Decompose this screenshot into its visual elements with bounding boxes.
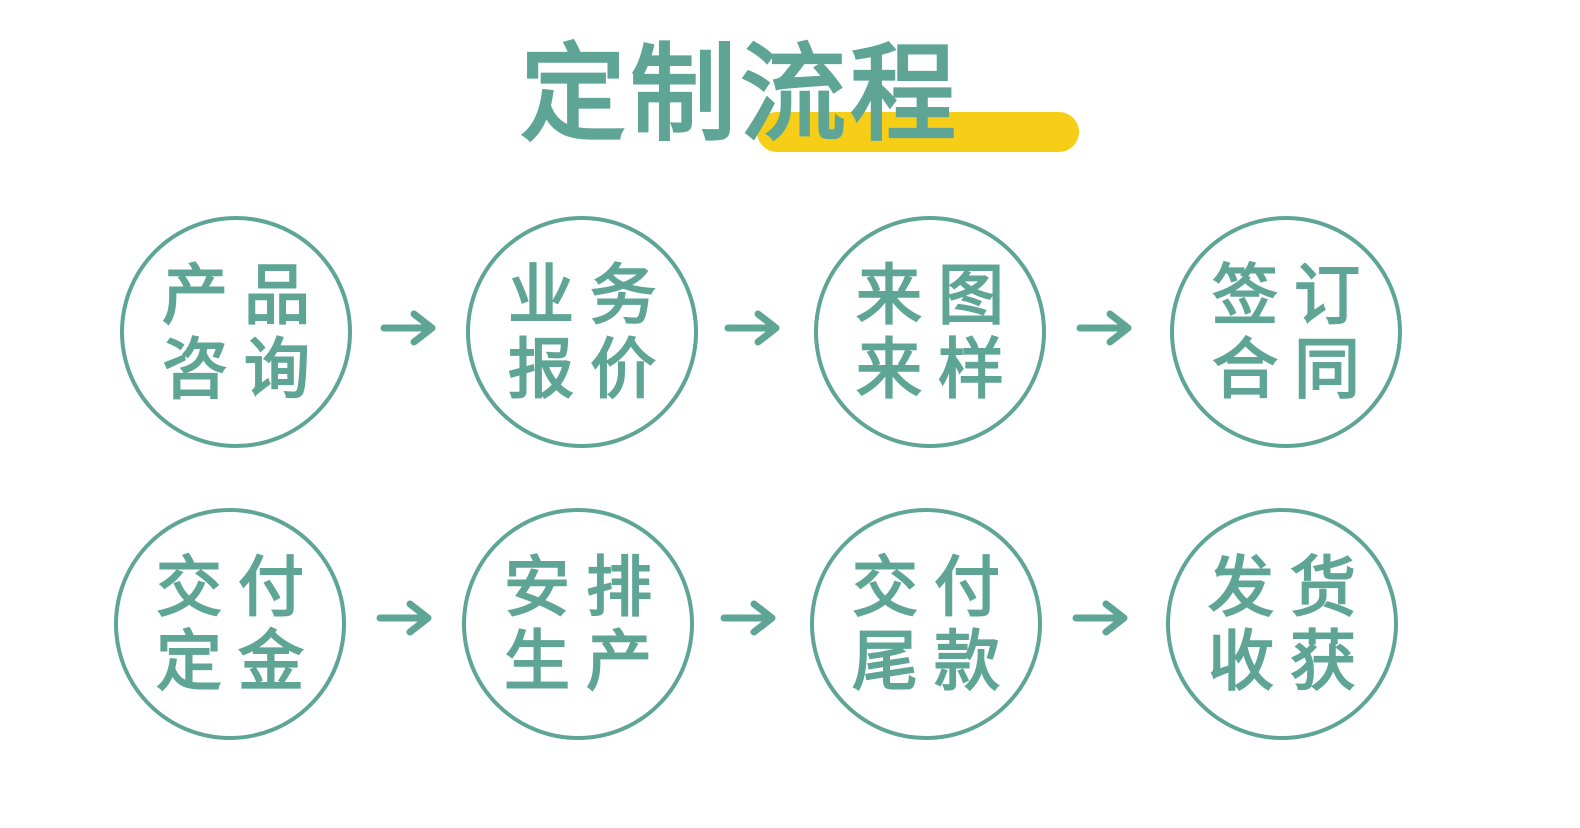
- step-sign-contract: 签订 合同: [1170, 216, 1402, 448]
- step-label-line2: 报价: [508, 331, 672, 408]
- step-label-line1: 发货: [1208, 549, 1372, 626]
- step-label-line2: 生产: [504, 623, 668, 700]
- step-label-line1: 来图: [856, 257, 1020, 334]
- arrow-right-icon: [724, 310, 780, 346]
- step-pay-deposit: 交付 定金: [114, 508, 346, 740]
- step-drawing-sample: 来图 来样: [814, 216, 1046, 448]
- step-ship-receive: 发货 收获: [1166, 508, 1398, 740]
- step-label-line1: 产品: [162, 257, 326, 334]
- step-label-line2: 尾款: [852, 623, 1016, 700]
- arrow-right-icon: [376, 600, 432, 636]
- step-business-quote: 业务 报价: [466, 216, 698, 448]
- arrow-right-icon: [1076, 310, 1132, 346]
- step-label-line2: 来样: [856, 331, 1020, 408]
- step-product-consult: 产品 咨询: [120, 216, 352, 448]
- step-label-line1: 安排: [504, 549, 668, 626]
- step-label-line2: 定金: [156, 623, 320, 700]
- arrow-right-icon: [720, 600, 776, 636]
- step-arrange-production: 安排 生产: [462, 508, 694, 740]
- page-title: 定制流程: [520, 33, 960, 156]
- step-label-line2: 合同: [1212, 331, 1376, 408]
- step-label-line1: 交付: [156, 549, 320, 626]
- title-highlight-bar: [757, 112, 1079, 152]
- step-pay-balance: 交付 尾款: [810, 508, 1042, 740]
- arrow-right-icon: [380, 310, 436, 346]
- step-label-line1: 签订: [1212, 257, 1376, 334]
- arrow-right-icon: [1072, 600, 1128, 636]
- step-label-line2: 咨询: [162, 331, 326, 408]
- step-label-line1: 业务: [508, 257, 672, 334]
- step-label-line2: 收获: [1208, 623, 1372, 700]
- title-block: 定制流程: [520, 30, 1100, 170]
- step-label-line1: 交付: [852, 549, 1016, 626]
